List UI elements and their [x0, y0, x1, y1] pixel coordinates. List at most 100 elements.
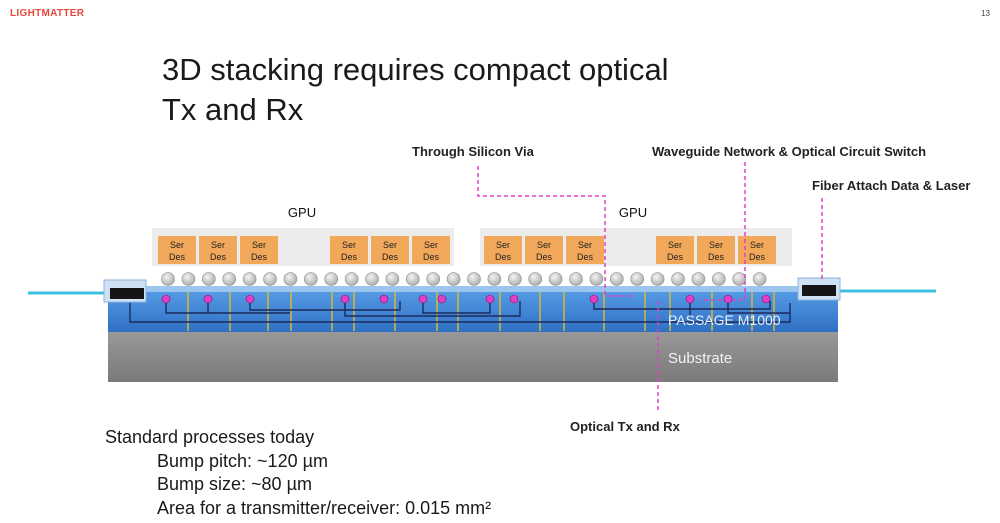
serdes-label: Ser — [496, 240, 510, 250]
solder-bump — [589, 272, 604, 286]
serdes-label: Ser — [668, 240, 682, 250]
serdes-label: Ser — [424, 240, 438, 250]
interposer-top-layer — [108, 286, 838, 292]
callout-fiber-attach: Fiber Attach Data & Laser — [812, 178, 971, 193]
serdes-label: Ser — [383, 240, 397, 250]
optical-txrx-dot — [761, 294, 771, 304]
company-logo: LIGHTMATTER — [10, 8, 85, 19]
optical-txrx-dot — [723, 294, 733, 304]
fiber-attach-left-connector — [110, 288, 144, 299]
serdes-label: Des — [251, 252, 268, 262]
solder-bump — [181, 272, 196, 286]
process-specs: Standard processes today Bump pitch: ~12… — [105, 426, 491, 520]
title-line-1: 3D stacking requires compact optical — [162, 52, 669, 87]
solder-bump — [711, 272, 726, 286]
solder-bump — [528, 272, 543, 286]
serdes-block — [158, 236, 196, 264]
serdes-label: Des — [749, 252, 766, 262]
optical-txrx-dot — [437, 294, 447, 304]
serdes-label: Des — [382, 252, 399, 262]
optical-txrx-dot — [245, 294, 255, 304]
solder-bump — [752, 272, 767, 286]
solder-bump — [263, 272, 277, 286]
serdes-label: Ser — [252, 240, 266, 250]
optical-txrx-dot — [485, 294, 495, 304]
solder-bump — [303, 272, 318, 286]
solder-bump — [365, 272, 379, 286]
gpu-label-1: GPU — [288, 205, 316, 220]
serdes-block — [697, 236, 735, 264]
solder-bump — [609, 272, 624, 286]
serdes-block — [525, 236, 563, 264]
solder-bump — [344, 272, 359, 286]
solder-bump — [732, 272, 747, 286]
serdes-label: Ser — [709, 240, 723, 250]
specs-heading: Standard processes today — [105, 427, 315, 447]
solder-bump — [405, 272, 420, 286]
serdes-label: Des — [667, 252, 684, 262]
spec-bump-pitch: Bump pitch: ~120 µm — [157, 450, 328, 471]
serdes-label: Des — [708, 252, 725, 262]
serdes-label: Ser — [537, 240, 551, 250]
serdes-block — [484, 236, 522, 264]
serdes-label: Des — [210, 252, 227, 262]
solder-bump — [446, 272, 461, 286]
solder-bump — [385, 272, 400, 286]
spec-txrx-area: Area for a transmitter/receiver: 0.015 m… — [157, 497, 492, 518]
serdes-block — [371, 236, 409, 264]
serdes-block — [412, 236, 450, 264]
optical-txrx-dot — [418, 294, 428, 304]
callout-optical-txrx: Optical Tx and Rx — [570, 419, 680, 434]
callout-waveguide-network: Waveguide Network & Optical Circuit Swit… — [652, 144, 927, 159]
optical-txrx-dot — [509, 294, 519, 304]
solder-bump — [426, 272, 441, 286]
solder-bump — [467, 272, 481, 286]
solder-bump — [548, 272, 563, 286]
serdes-block — [199, 236, 237, 264]
solder-bump — [650, 272, 665, 286]
serdes-block — [330, 236, 368, 264]
serdes-label: Ser — [170, 240, 184, 250]
solder-bump — [671, 272, 685, 286]
serdes-block — [656, 236, 694, 264]
callout-through-silicon-via: Through Silicon Via — [412, 144, 534, 159]
optical-txrx-dot — [589, 294, 599, 304]
title-line-2: Tx and Rx — [162, 92, 304, 127]
solder-bump — [202, 272, 216, 286]
spec-bump-size: Bump size: ~80 µm — [157, 474, 312, 494]
fiber-attach-right-connector — [802, 285, 836, 296]
interposer-label: PASSAGE M1000 — [668, 312, 781, 328]
waveguide-leader-line — [700, 162, 746, 301]
serdes-label: Des — [495, 252, 512, 262]
slide-title: 3D stacking requires compact optical Tx … — [162, 50, 669, 130]
page-number: 13 — [981, 9, 990, 18]
solder-bump — [691, 272, 706, 286]
solder-bump — [161, 272, 175, 286]
solder-bump — [569, 272, 583, 286]
serdes-label: Des — [169, 252, 186, 262]
substrate — [108, 330, 838, 382]
serdes-label: Ser — [342, 240, 356, 250]
waveguide-network — [129, 301, 791, 323]
solder-bump — [487, 272, 502, 286]
serdes-label: Des — [423, 252, 440, 262]
optical-txrx-dot — [685, 294, 695, 304]
optical-txrx-dot — [340, 294, 350, 304]
serdes-label: Ser — [578, 240, 592, 250]
tsv-leader-line — [477, 166, 635, 297]
solder-bump — [222, 272, 236, 286]
solder-bump — [283, 272, 298, 286]
optical-txrx-dot — [379, 294, 389, 304]
serdes-block — [566, 236, 604, 264]
substrate-label: Substrate — [668, 350, 732, 367]
solder-bump — [630, 272, 645, 286]
serdes-label: Ser — [211, 240, 225, 250]
gpu-label-2: GPU — [619, 205, 647, 220]
solder-bump — [324, 272, 339, 286]
serdes-label: Des — [577, 252, 594, 262]
optical-txrx-dot — [203, 294, 213, 304]
optical-txrx-dot — [161, 294, 171, 304]
serdes-label: Des — [536, 252, 553, 262]
solder-bump — [242, 272, 257, 286]
